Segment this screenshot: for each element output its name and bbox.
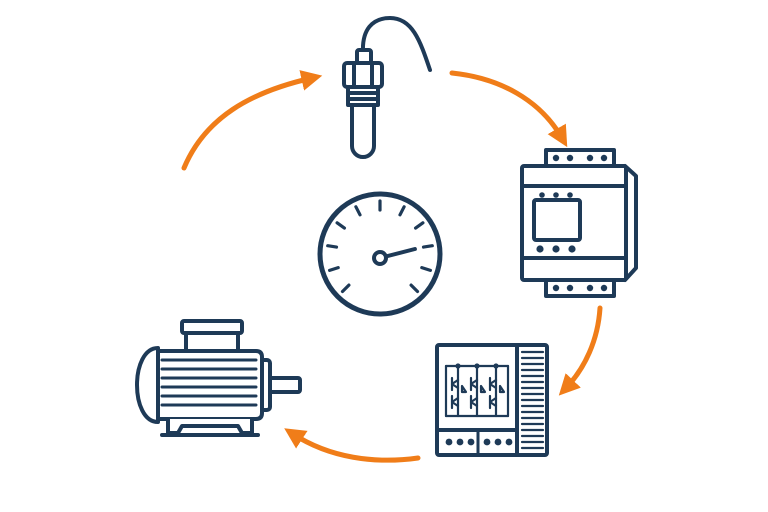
gauge-ticks [326,199,434,294]
gauge-tick [398,205,406,217]
speed-gauge-icon [317,191,443,317]
gauge-tick [414,221,425,230]
gauge-tick [335,221,346,230]
arrow-controller-to-drive [558,305,603,396]
gauge-tick [354,205,362,217]
gauge-tick [409,283,420,294]
electric-motor-icon [135,319,302,437]
arrow-motor-to-sensor [181,70,323,171]
gauge-tick [420,266,432,272]
arrow-sensor-to-controller [449,70,568,148]
gauge-tick [326,244,339,249]
gauge-tick [421,244,434,249]
arrow-drive-to-motor [284,428,421,463]
gauge-tick [340,283,351,294]
inverter-drive-icon [435,343,549,457]
flow-arrows [181,70,603,463]
din-rail-controller-icon [520,148,638,298]
temperature-sensor-icon [342,16,432,159]
gauge-tick [328,266,340,272]
